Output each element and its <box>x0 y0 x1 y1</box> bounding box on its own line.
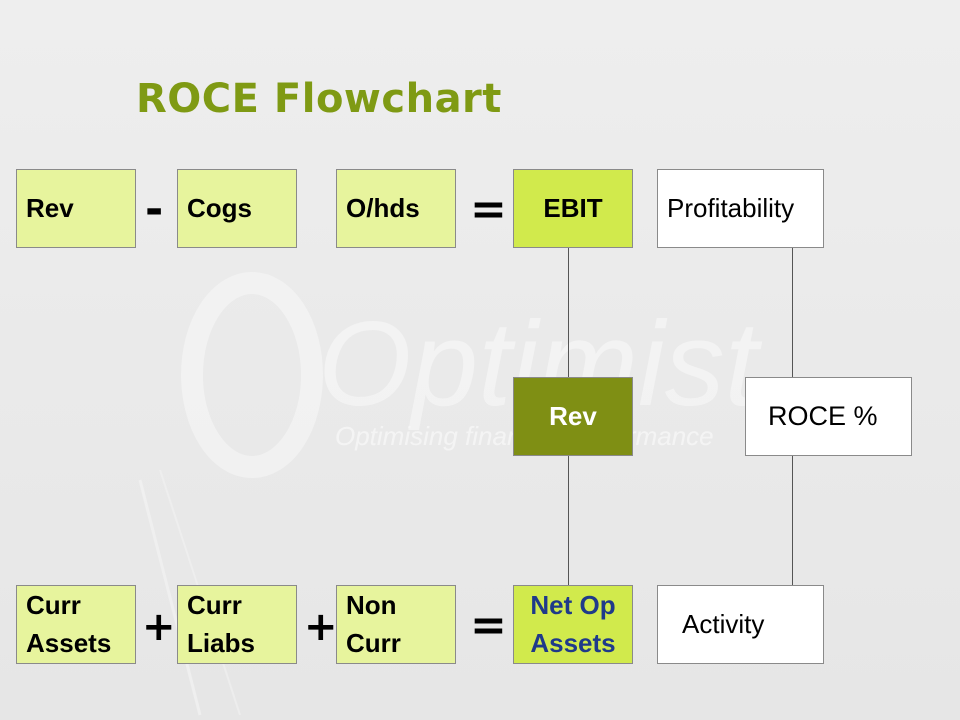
box-roce-percent: ROCE % <box>745 377 912 456</box>
operator-equals-top: = <box>470 184 507 235</box>
box-non-curr-label: Non Curr <box>346 589 401 658</box>
operator-plus-2: + <box>304 604 338 650</box>
box-ohds-label: O/hds <box>346 192 420 223</box>
box-activity-label: Activity <box>682 608 765 639</box>
box-cogs: Cogs <box>177 169 297 248</box>
box-rev-middle: Rev <box>513 377 633 456</box>
operator-minus: - <box>145 184 164 235</box>
page-title: ROCE Flowchart <box>136 76 502 122</box>
box-curr-liabs: Curr Liabs <box>177 585 297 664</box>
box-net-op-assets-label: Net Op Assets <box>530 589 616 658</box>
box-cogs-label: Cogs <box>187 192 252 223</box>
box-ohds: O/hds <box>336 169 456 248</box>
box-net-op-assets: Net Op Assets <box>513 585 633 664</box>
box-ebit: EBIT <box>513 169 633 248</box>
box-profitability: Profitability <box>657 169 824 248</box>
operator-equals-bottom: = <box>470 600 507 651</box>
box-roce-percent-label: ROCE % <box>768 400 878 431</box>
connector-ebit-rev <box>568 247 569 377</box>
box-curr-liabs-label: Curr Liabs <box>187 589 255 658</box>
box-curr-assets: Curr Assets <box>16 585 136 664</box>
box-activity: Activity <box>657 585 824 664</box>
box-rev-middle-label: Rev <box>549 400 597 431</box>
box-non-curr: Non Curr <box>336 585 456 664</box>
connector-roce-activity <box>792 455 793 585</box>
connector-profit-roce <box>792 247 793 377</box>
box-curr-assets-label: Curr Assets <box>26 589 112 658</box>
box-rev-top-label: Rev <box>26 192 74 223</box>
box-profitability-label: Profitability <box>667 192 795 223</box>
operator-plus-1: + <box>142 604 176 650</box>
box-rev-top: Rev <box>16 169 136 248</box>
connector-rev-netop <box>568 455 569 585</box>
box-ebit-label: EBIT <box>543 192 603 223</box>
